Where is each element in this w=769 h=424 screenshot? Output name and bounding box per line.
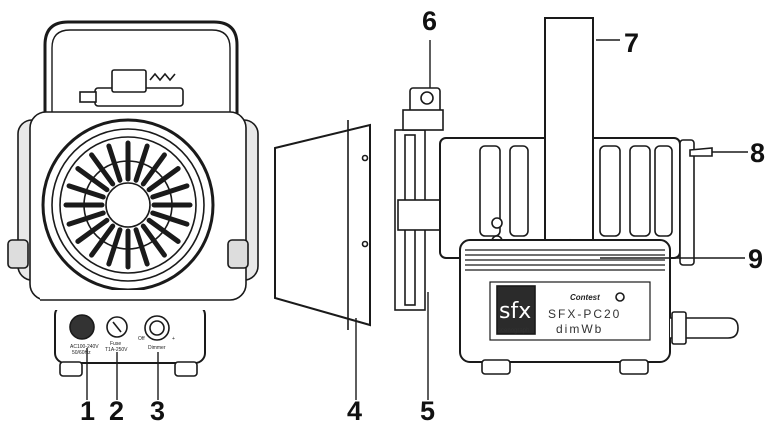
fin — [106, 227, 123, 267]
front-lens-center — [105, 182, 151, 228]
sfx-logo-box — [496, 285, 536, 335]
callout-5: 5 — [420, 396, 435, 424]
dimmer-off-label: Off — [138, 336, 145, 342]
side-fin — [479, 145, 501, 237]
side-fin — [629, 145, 651, 237]
fin — [66, 183, 106, 200]
accessory-clip — [402, 87, 444, 131]
power-inlet — [69, 314, 95, 340]
callout-7: 7 — [624, 28, 639, 58]
fin — [150, 183, 190, 200]
dimmer-plus-label: + — [172, 336, 175, 342]
model-variant: dimWb — [556, 322, 603, 336]
side-view: sfx scenograph Contest SFX-PC20 dimWb — [274, 17, 739, 375]
fin — [106, 143, 123, 183]
brand-logo-icon — [615, 292, 625, 302]
input-rating-line1: AC100-240V — [70, 344, 99, 350]
side-fin — [654, 145, 673, 237]
rear-ring — [679, 139, 695, 266]
callout-2: 2 — [109, 396, 124, 424]
cooling-fins — [63, 140, 193, 270]
model-name: SFX-PC20 — [548, 307, 621, 321]
fin — [146, 166, 181, 193]
fuse-label: Fuse — [110, 341, 121, 347]
side-fin — [509, 145, 529, 237]
base-ribs — [465, 249, 665, 271]
yoke-bracket — [43, 20, 239, 130]
front-foot-left — [59, 361, 83, 377]
callout-6: 6 — [422, 6, 437, 36]
fin — [150, 210, 190, 227]
yoke-arm — [544, 17, 594, 267]
callout-3: 3 — [150, 396, 165, 424]
dimmer-label: Dimmer — [148, 345, 166, 351]
fin — [146, 217, 181, 244]
side-foot-left — [481, 359, 511, 375]
input-rating-line2: 50/60Hz — [72, 350, 91, 356]
right-side-knob — [227, 239, 249, 269]
side-cooling-fins — [479, 145, 673, 237]
fin — [140, 152, 167, 187]
fin — [89, 223, 116, 258]
front-view: AC100-240V 50/60Hz Fuse T1A-250V Off Dim… — [7, 20, 259, 377]
logo-subtitle: scenograph — [498, 328, 529, 334]
focus-lever — [689, 147, 713, 157]
brand-name: Contest — [570, 293, 600, 302]
callout-leaders — [86, 39, 748, 400]
rear-handle — [670, 317, 739, 339]
callout-8: 8 — [750, 138, 765, 168]
left-side-knob — [7, 239, 29, 269]
callout-1: 1 — [80, 396, 95, 424]
fin — [133, 227, 150, 267]
fin — [140, 223, 167, 258]
side-fin — [599, 145, 621, 237]
fin — [75, 217, 110, 244]
top-clamp — [79, 69, 184, 107]
barn-door — [274, 123, 371, 327]
fin — [133, 143, 150, 183]
fin — [89, 152, 116, 187]
fin — [75, 166, 110, 193]
side-foot-right — [619, 359, 649, 375]
fin — [66, 210, 106, 227]
sfx-logo: sfx — [499, 299, 531, 324]
front-foot-right — [174, 361, 198, 377]
callout-4: 4 — [347, 396, 362, 424]
callout-9: 9 — [748, 244, 763, 274]
fuse-rating: T1A-250V — [105, 347, 128, 353]
